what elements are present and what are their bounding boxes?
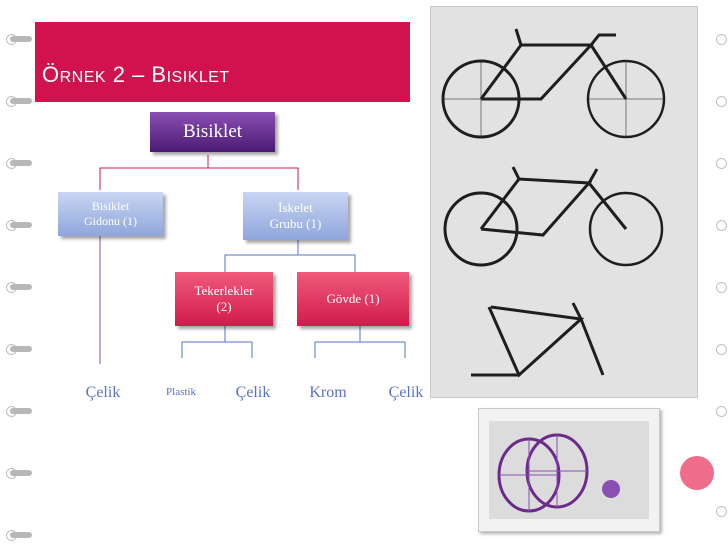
bicycle-icon [431,7,697,397]
decorative-dot [680,456,714,490]
root-node: Bisiklet [150,112,275,152]
leaf-steel-1: Çelik [68,364,138,422]
leaf-steel-3: Çelik [372,364,440,422]
leaf-chrome: Krom [294,364,362,422]
wheel-icon [489,421,649,519]
leaf-plastic: Plastik [150,364,212,422]
handlebar-node: Bisiklet Gidonu (1) [58,192,163,236]
title-banner [35,22,410,102]
leaf-steel-2: Çelik [222,364,284,422]
body-node: Gövde (1) [297,272,409,326]
wheels-image [478,408,660,532]
binder-rings [0,0,34,546]
wheels-node: Tekerlekler (2) [175,272,273,326]
bicycle-drawings-image [430,6,698,398]
binder-rings-right [694,0,728,546]
slide-title: ÖRNEK 2 – BISIKLET [42,62,230,87]
frame-group-node: İskelet Grubu (1) [243,192,348,240]
